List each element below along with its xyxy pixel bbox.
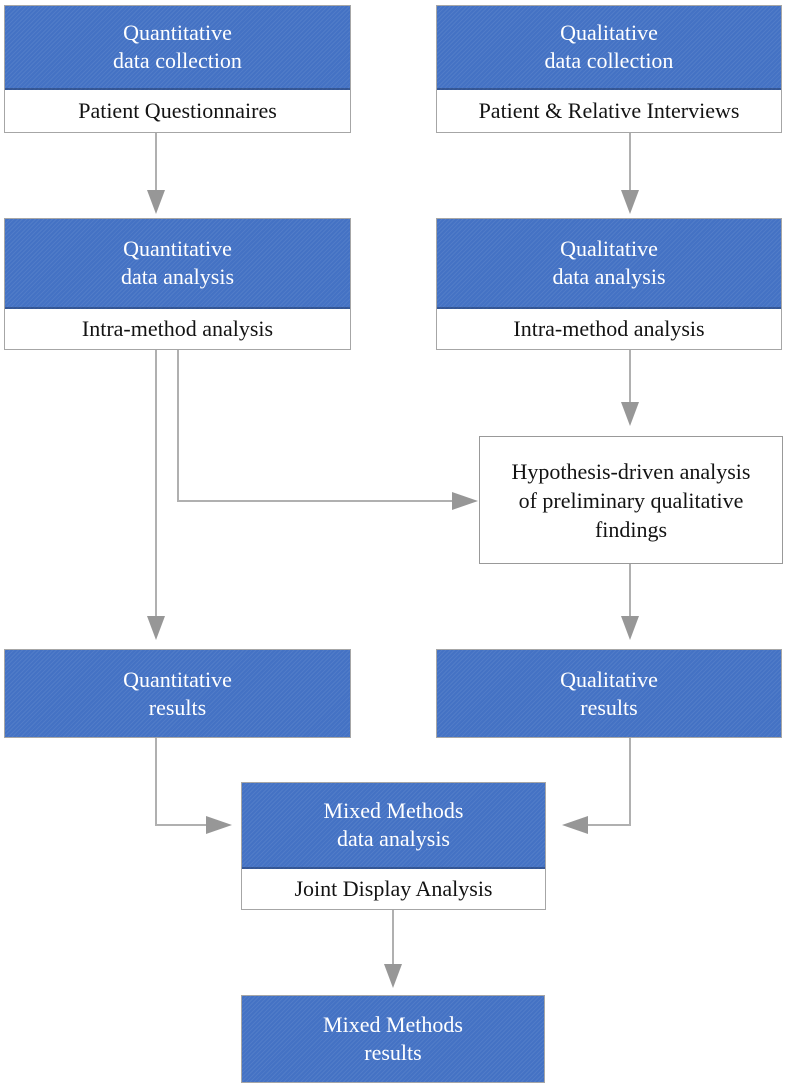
connector-qual-analysis-to-hypothesis — [629, 350, 631, 404]
node-mixed-methods-data-analysis: Mixed Methods data analysis Joint Displa… — [241, 782, 546, 910]
arrow-down-icon — [147, 190, 165, 214]
node-quantitative-data-collection: Quantitative data collection Patient Que… — [4, 5, 351, 133]
connector-qual-results-to-mixed-vertical — [629, 738, 631, 826]
node-mixed-methods-results: Mixed Methods results — [241, 995, 545, 1083]
qualitative-data-collection-method: Patient & Relative Interviews — [437, 90, 781, 132]
quantitative-data-collection-header: Quantitative data collection — [5, 6, 350, 90]
node-qualitative-results: Qualitative results — [436, 649, 782, 738]
connector-qual-collection-to-analysis — [629, 133, 631, 191]
node-quantitative-data-analysis: Quantitative data analysis Intra-method … — [4, 218, 351, 350]
connector-qual-results-to-mixed-horizontal — [588, 824, 631, 826]
quantitative-results-header: Quantitative results — [5, 650, 350, 737]
node-qualitative-data-analysis: Qualitative data analysis Intra-method a… — [436, 218, 782, 350]
connector-quant-collection-to-analysis — [155, 133, 157, 191]
arrow-left-icon — [562, 816, 588, 834]
mixed-methods-results-header: Mixed Methods results — [242, 996, 544, 1082]
connector-quant-results-to-mixed-horizontal — [155, 824, 207, 826]
qualitative-results-header: Qualitative results — [437, 650, 781, 737]
node-hypothesis-driven-analysis: Hypothesis-driven analysis of preliminar… — [479, 436, 783, 564]
mixed-methods-data-analysis-header: Mixed Methods data analysis — [242, 783, 545, 869]
quantitative-data-collection-method: Patient Questionnaires — [5, 90, 350, 132]
mixed-methods-data-analysis-method: Joint Display Analysis — [242, 869, 545, 909]
connector-hypothesis-to-qual-results — [629, 564, 631, 618]
arrow-right-icon — [452, 492, 478, 510]
arrow-down-icon — [621, 190, 639, 214]
qualitative-data-collection-header: Qualitative data collection — [437, 6, 781, 90]
arrow-down-icon — [621, 402, 639, 426]
connector-quant-analysis-to-hypothesis-horizontal — [177, 500, 453, 502]
qualitative-data-analysis-header: Qualitative data analysis — [437, 219, 781, 309]
arrow-down-icon — [384, 964, 402, 988]
connector-quant-analysis-to-hypothesis-vertical — [177, 350, 179, 502]
arrow-down-icon — [621, 616, 639, 640]
connector-mixed-analysis-to-results — [392, 910, 394, 966]
arrow-down-icon — [147, 616, 165, 640]
quantitative-data-analysis-header: Quantitative data analysis — [5, 219, 350, 309]
connector-quant-analysis-to-results — [155, 350, 157, 618]
qualitative-data-analysis-method: Intra-method analysis — [437, 309, 781, 349]
connector-quant-results-to-mixed-vertical — [155, 738, 157, 826]
node-quantitative-results: Quantitative results — [4, 649, 351, 738]
node-qualitative-data-collection: Qualitative data collection Patient & Re… — [436, 5, 782, 133]
arrow-right-icon — [206, 816, 232, 834]
quantitative-data-analysis-method: Intra-method analysis — [5, 309, 350, 349]
